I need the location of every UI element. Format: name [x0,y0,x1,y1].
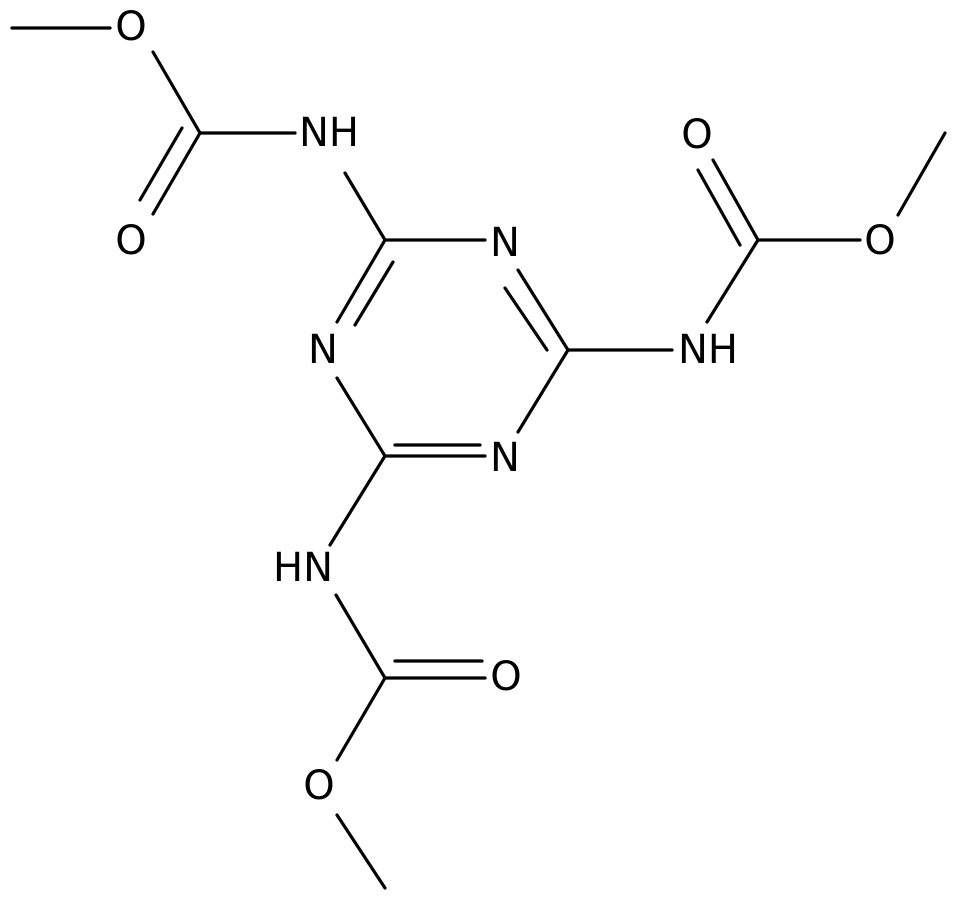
bond-ring-n1-c2 [516,268,570,352]
bond-ring-n3-c1-inner [353,260,395,327]
atom-n-ring-left: N [308,327,338,373]
atom-o-bottom-carbonyl: O [490,654,521,700]
bond-c1-nh-top [343,171,387,242]
bond-top-carbonyl-c-o-double-inner [138,126,184,202]
bond-ring-c2-n2 [516,348,570,434]
bond-top-carbonyl-c-o-double [151,131,202,216]
atom-o-top-carbonyl: O [115,218,146,264]
atom-o-bottom-ether: O [303,763,334,809]
atom-o-right-ether: O [864,218,895,264]
atom-n-ring-bottom: N [490,435,520,481]
bond-c3-nh-bottom [328,454,387,547]
atom-nh-bottom: HN [273,545,333,591]
atom-nh-right: NH [678,327,738,373]
bond-nh-right-carbonyl-c [705,238,760,324]
bond-right-o-methyl [896,131,947,217]
bond-right-carbonyl-c-o-double [711,158,760,242]
bond-ring-c3-n3 [335,376,387,458]
bond-nh-bottom-carbonyl-c [334,593,387,680]
atom-nh-top: NH [299,110,359,156]
bond-right-carbonyl-c-o-double-inner [696,168,742,247]
bond-bottom-o-methyl [335,813,387,890]
bonds [10,26,947,890]
bond-ring-n1-c2-inner [503,286,549,352]
bond-bottom-carbonyl-c-o-ether [335,676,387,762]
bond-top-carbonyl-c-o-ether [151,50,202,135]
atom-o-right-carbonyl: O [681,112,712,158]
atom-labels: N N N NH NH HN O O O O O O [115,4,895,809]
atom-n-ring-top: N [490,220,520,266]
atom-o-top-ether: O [115,4,146,50]
bond-ring-n3-c1 [335,238,387,324]
